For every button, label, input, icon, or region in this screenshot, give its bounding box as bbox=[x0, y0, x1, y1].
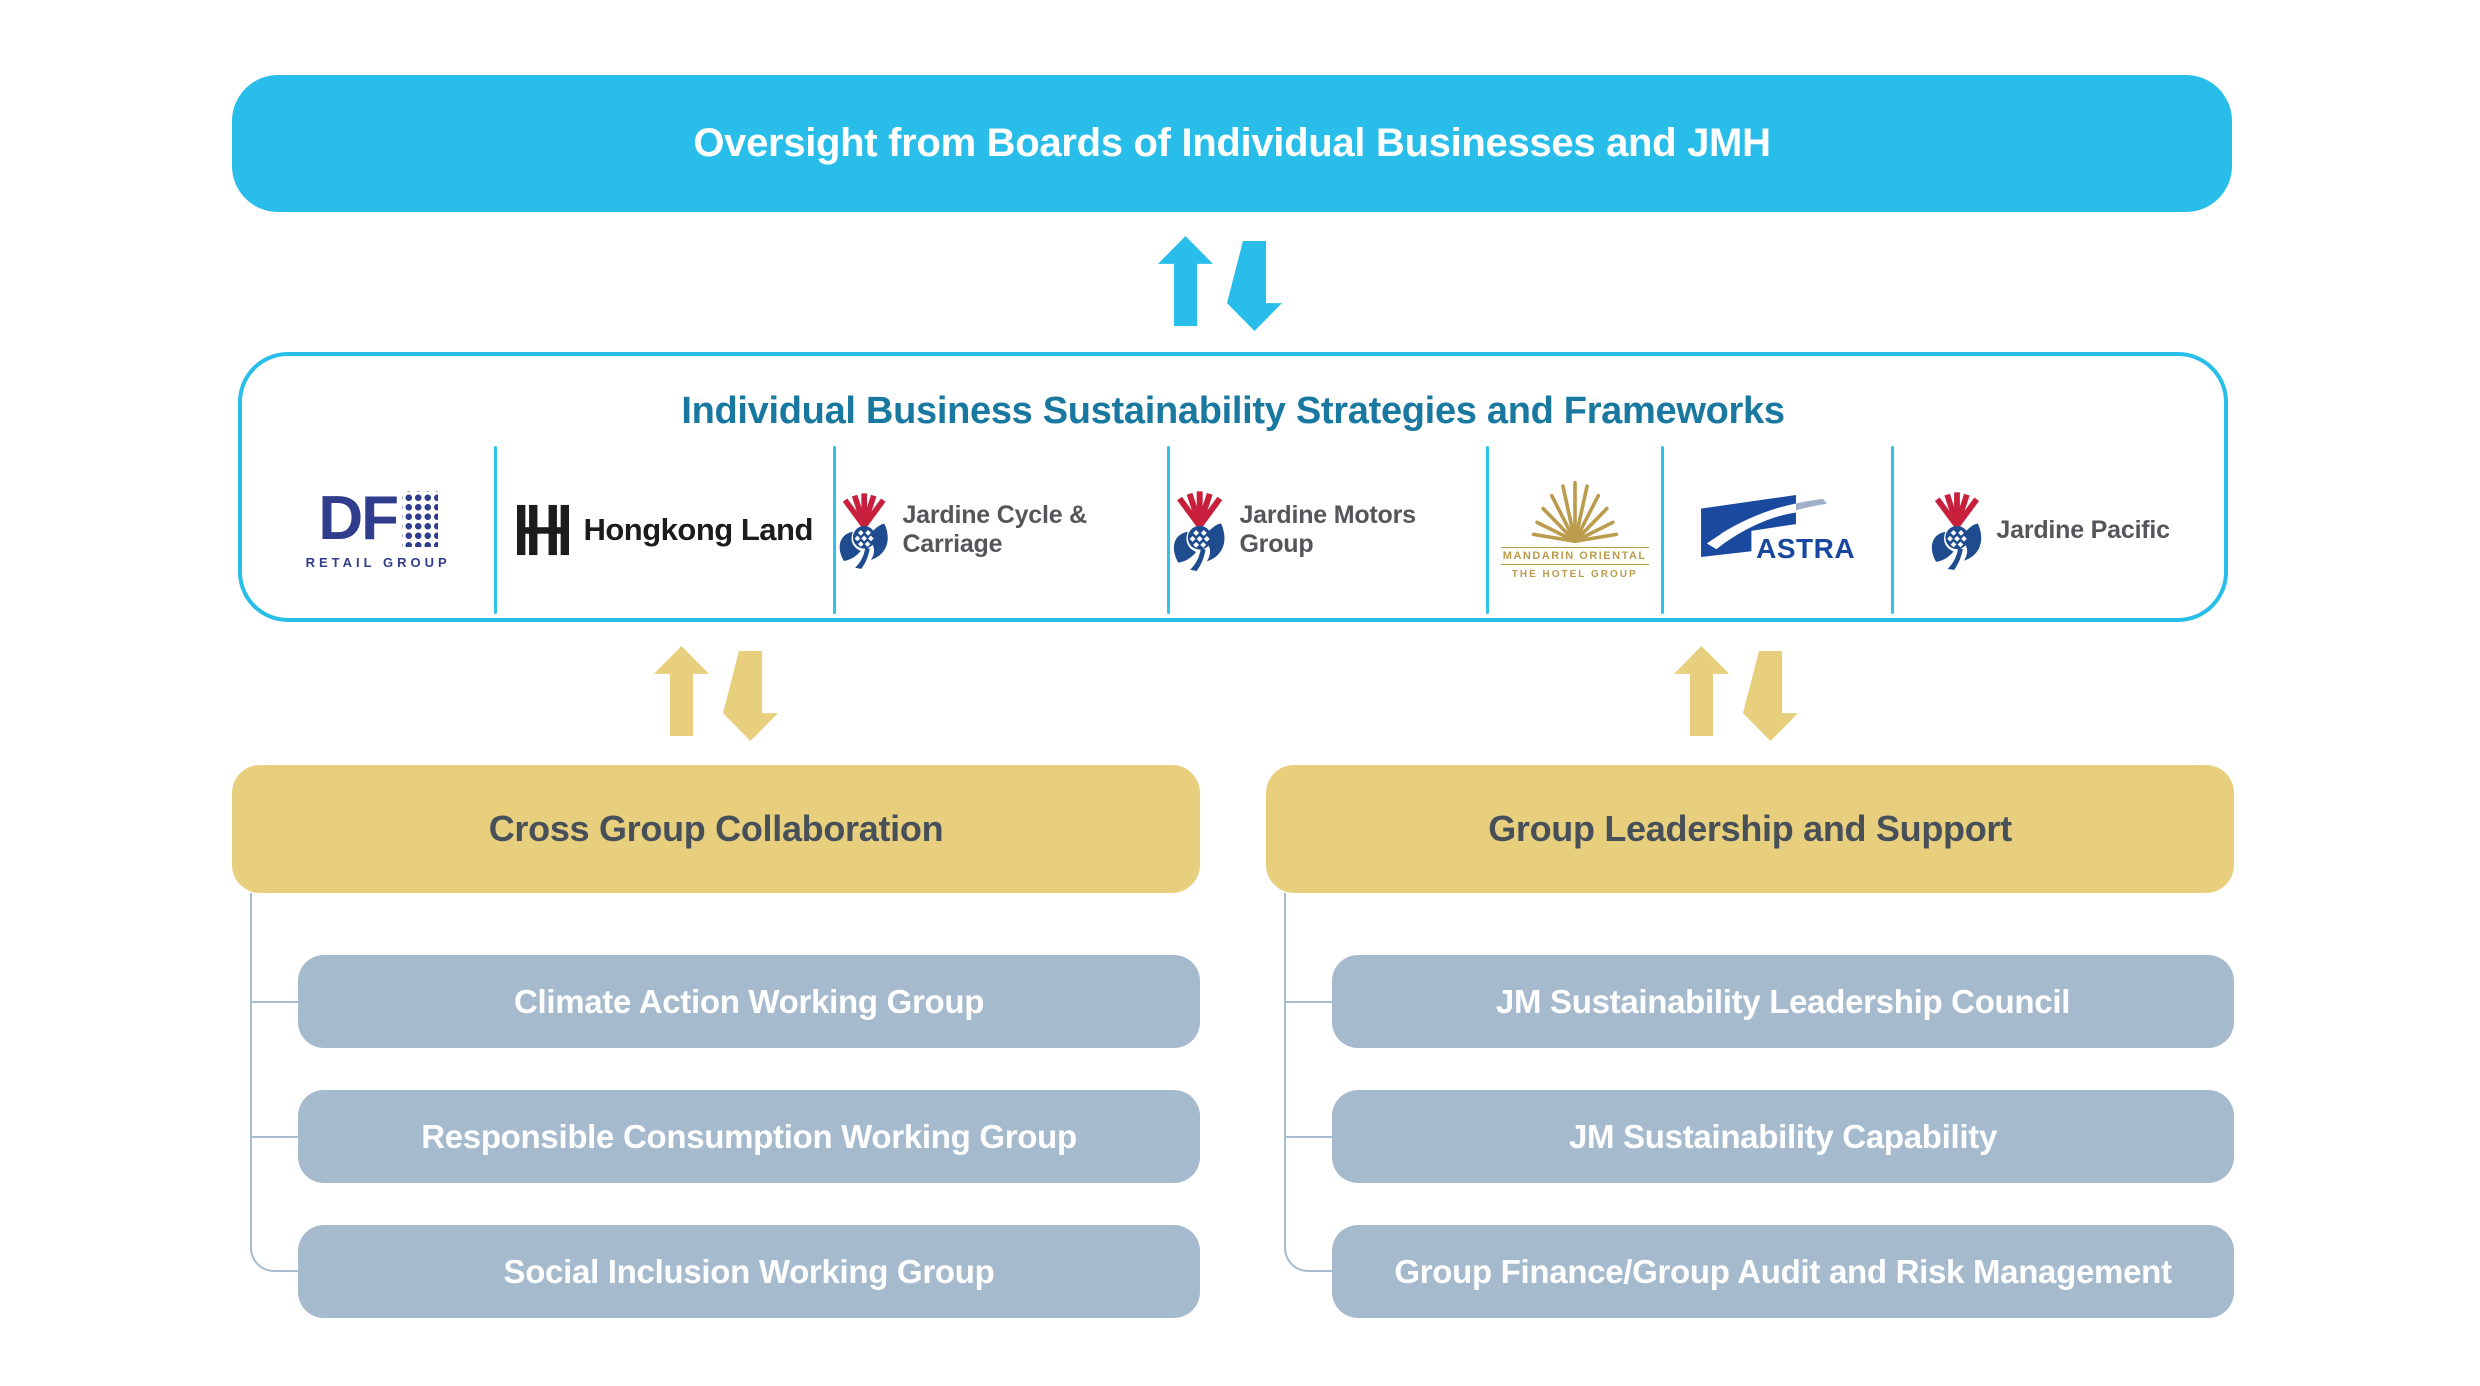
dfi-wordmark: DF bbox=[318, 483, 399, 553]
working-group-label: Social Inclusion Working Group bbox=[503, 1252, 995, 1290]
logo-divider bbox=[1660, 446, 1664, 614]
leadership-exchange-arrows bbox=[1674, 646, 1798, 741]
connector-line bbox=[1284, 1136, 1332, 1138]
connector-line bbox=[1284, 1001, 1332, 1003]
mandarin-oriental-logo: MANDARIN ORIENTAL THE HOTEL GROUP bbox=[1500, 480, 1649, 580]
group-leadership-support-label: Group Leadership and Support bbox=[1488, 808, 2012, 849]
cross-group-collaboration-header: Cross Group Collaboration bbox=[232, 765, 1200, 893]
working-group-label: Responsible Consumption Working Group bbox=[421, 1117, 1077, 1155]
leadership-item-label: JM Sustainability Capability bbox=[1568, 1117, 1998, 1155]
leadership-item-box: Group Finance/Group Audit and Risk Manag… bbox=[1332, 1225, 2234, 1318]
dfi-caption: RETAIL GROUP bbox=[305, 554, 451, 570]
oversight-exchange-arrows bbox=[1158, 236, 1282, 331]
oversight-banner: Oversight from Boards of Individual Busi… bbox=[232, 75, 2232, 212]
down-arrow-icon bbox=[1227, 241, 1282, 331]
working-group-box: Responsible Consumption Working Group bbox=[298, 1090, 1200, 1183]
jardine-motors-name: Jardine Motors Group bbox=[1239, 501, 1416, 558]
jardine-pacific-logo: Jardine Pacific bbox=[1928, 490, 2170, 570]
hongkong-land-h-icon bbox=[517, 504, 570, 556]
up-arrow-icon bbox=[1674, 646, 1729, 736]
leadership-item-box: JM Sustainability Capability bbox=[1332, 1090, 2234, 1183]
logo-jardine-pacific: Jardine Pacific bbox=[1894, 456, 2204, 604]
logo-divider bbox=[1891, 446, 1895, 614]
logo-jardine-motors-group: Jardine Motors Group bbox=[1170, 456, 1486, 604]
cross-group-collaboration-label: Cross Group Collaboration bbox=[488, 808, 944, 849]
cross-group-exchange-arrows bbox=[654, 646, 778, 741]
connector-line bbox=[250, 1001, 298, 1003]
dfi-mark: DF bbox=[318, 483, 438, 553]
logo-divider bbox=[494, 446, 498, 614]
logo-dfi-retail-group: DF RETAIL GROUP bbox=[262, 456, 494, 604]
mandarin-oriental-subtitle: THE HOTEL GROUP bbox=[1511, 568, 1638, 580]
up-arrow-icon bbox=[654, 646, 709, 736]
jardine-cycle-carriage-name: Jardine Cycle & Carriage bbox=[902, 501, 1088, 558]
strategies-panel-title: Individual Business Sustainability Strat… bbox=[681, 390, 1785, 432]
logo-mandarin-oriental: MANDARIN ORIENTAL THE HOTEL GROUP bbox=[1489, 456, 1661, 604]
logo-hongkong-land: Hongkong Land bbox=[497, 456, 833, 604]
down-arrow-icon bbox=[1743, 651, 1798, 741]
dfi-dotted-i-icon bbox=[401, 490, 438, 547]
mandarin-oriental-fan-icon bbox=[1531, 480, 1618, 543]
jardine-pacific-name: Jardine Pacific bbox=[1996, 515, 2170, 544]
jardine-thistle-icon bbox=[839, 493, 888, 569]
up-arrow-icon bbox=[1158, 236, 1213, 326]
astra-name: ASTRA bbox=[1756, 533, 1856, 564]
working-group-box: Social Inclusion Working Group bbox=[298, 1225, 1200, 1318]
oversight-banner-label: Oversight from Boards of Individual Busi… bbox=[693, 121, 1771, 165]
hongkong-land-logo: Hongkong Land bbox=[517, 502, 813, 558]
jardine-thistle-icon bbox=[1932, 492, 1982, 570]
connector-line bbox=[250, 893, 252, 1236]
logo-divider bbox=[1485, 446, 1489, 614]
logo-divider bbox=[1167, 446, 1171, 614]
connector-line bbox=[1284, 893, 1286, 1236]
mandarin-oriental-name: MANDARIN ORIENTAL bbox=[1500, 546, 1649, 565]
group-leadership-support-header: Group Leadership and Support bbox=[1266, 765, 2234, 893]
astra-flag-icon bbox=[1701, 495, 1828, 557]
jardine-cycle-carriage-logo: Jardine Cycle & Carriage bbox=[836, 487, 1167, 573]
working-group-label: Climate Action Working Group bbox=[513, 982, 985, 1020]
jardine-thistle-icon bbox=[1173, 491, 1225, 571]
leadership-item-label: JM Sustainability Leadership Council bbox=[1495, 982, 2071, 1020]
astra-logo: ASTRA bbox=[1700, 495, 1855, 565]
logo-divider bbox=[833, 446, 837, 614]
hongkong-land-name: Hongkong Land bbox=[583, 512, 813, 547]
strategies-panel: Individual Business Sustainability Strat… bbox=[238, 352, 2228, 622]
working-group-box: Climate Action Working Group bbox=[298, 955, 1200, 1048]
jardine-motors-logo: Jardine Motors Group bbox=[1170, 487, 1486, 573]
connector-elbow bbox=[250, 1236, 298, 1272]
down-arrow-icon bbox=[723, 651, 778, 741]
logo-astra: ASTRA bbox=[1664, 456, 1891, 604]
business-logos-row: DF RETAIL GROUP bbox=[262, 446, 2204, 614]
connector-elbow bbox=[1284, 1236, 1332, 1272]
connector-line bbox=[250, 1136, 298, 1138]
leadership-item-box: JM Sustainability Leadership Council bbox=[1332, 955, 2234, 1048]
leadership-item-label: Group Finance/Group Audit and Risk Manag… bbox=[1394, 1252, 2172, 1290]
dfi-logo: DF RETAIL GROUP bbox=[305, 483, 451, 570]
logo-jardine-cycle-carriage: Jardine Cycle & Carriage bbox=[836, 456, 1167, 604]
